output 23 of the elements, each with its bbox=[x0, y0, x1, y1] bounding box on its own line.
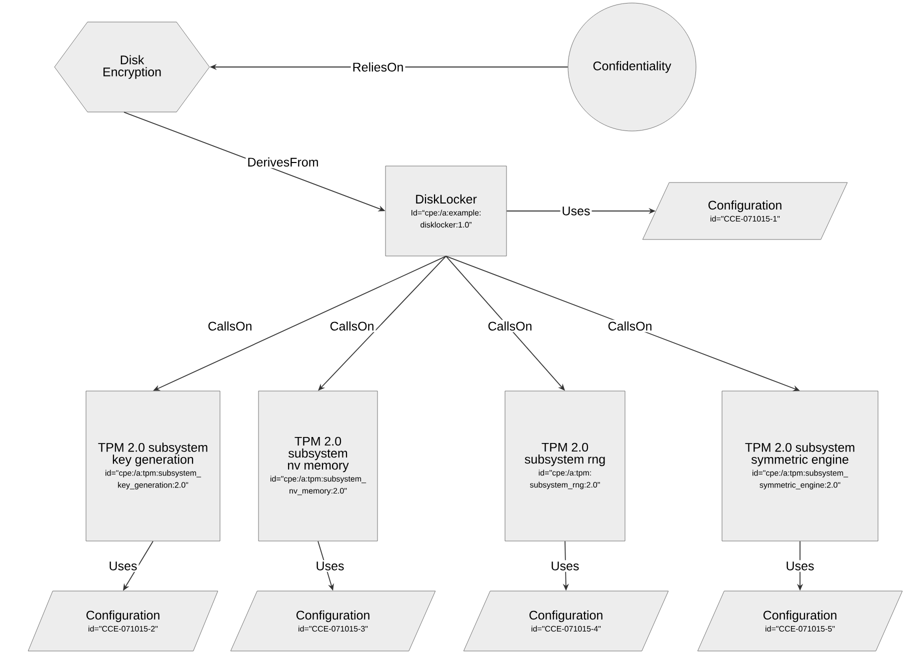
edge-label: CallsOn bbox=[328, 320, 376, 332]
process-box: TPM 2.0 subsystem key generation id="cpe:/a:tpm:subsystem_key_generation:2.0" bbox=[86, 390, 220, 542]
data-parallelogram: Configuration id="CCE-071015-2" bbox=[28, 590, 218, 652]
edge-label: DerivesFrom bbox=[246, 156, 320, 168]
data-parallelogram: Configuration id="CCE-071015-4" bbox=[463, 590, 669, 652]
edge-label: Uses bbox=[560, 205, 592, 217]
data-parallelogram: Configuration id="CCE-071015-3" bbox=[230, 590, 436, 652]
edge-label: Uses bbox=[314, 560, 346, 572]
circle-node: Confidentiality bbox=[568, 2, 696, 132]
edge-label: ReliesOn bbox=[350, 60, 406, 74]
process-box: TPM 2.0 subsystem symmetric engine id="cpe:/a:tpm:subsystem_symmetric_engine:2.0" bbox=[722, 390, 878, 542]
edge-label: Uses bbox=[107, 560, 139, 572]
hexagon-node: Disk Encryption bbox=[54, 22, 210, 112]
process-box: DiskLocker Id=“cpe:/a:example:disklocker:1.0” bbox=[385, 166, 507, 256]
edge-label: Uses bbox=[784, 560, 816, 572]
data-parallelogram: Configuration id="CCE-071015-5" bbox=[697, 590, 903, 652]
edge-label: CallsOn bbox=[486, 320, 534, 332]
edge-label: Uses bbox=[549, 560, 581, 572]
process-box: TPM 2.0 subsystem rng id="cpe:/a:tpm:subsystem_rng:2.0" bbox=[504, 390, 626, 542]
data-parallelogram: Configuration id="CCE-071015-1" bbox=[642, 182, 848, 240]
edge-label: CallsOn bbox=[206, 320, 254, 332]
edge-label: CallsOn bbox=[606, 320, 654, 332]
process-box: TPM 2.0 subsystem nv memory id="cpe:/a:tpm:subsystem_nv_memory:2.0" bbox=[258, 390, 378, 542]
